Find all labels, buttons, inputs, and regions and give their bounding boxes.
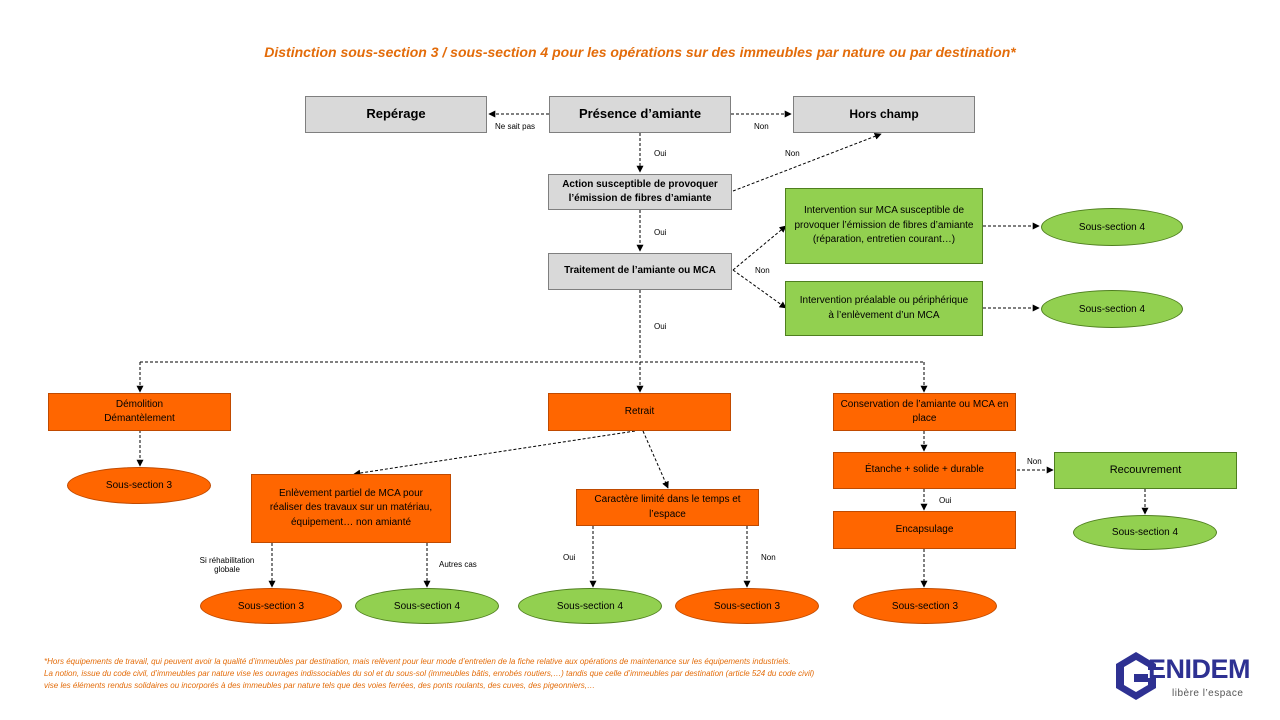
arrow-retrait-enlevement (353, 430, 636, 477)
outcome-ss3-encapsulage: Sous-section 3 (853, 588, 997, 624)
arrow-retrait-caractere (642, 430, 669, 489)
edge-label-si-rehabilitation: Si réhabilitation globale (199, 556, 255, 574)
footnote-line-1: *Hors équipements de travail, qui peuven… (44, 657, 791, 666)
edge-label-oui-presence: Oui (654, 149, 667, 158)
node-presence-amiante: Présence d’amiante (549, 96, 731, 133)
node-reperage: Repérage (305, 96, 487, 133)
node-conservation: Conservation de l’amiante ou MCA en plac… (833, 393, 1016, 431)
node-action-emission: Action susceptible de provoquer l’émissi… (548, 174, 732, 210)
edge-label-autres-cas: Autres cas (439, 560, 477, 569)
page-title: Distinction sous-section 3 / sous-sectio… (264, 44, 1016, 60)
node-demolition: Démolition Démantèlement (48, 393, 231, 431)
footnote-line-3: vise les éléments rendus solidaires ou i… (44, 681, 595, 690)
edge-label-oui-etanche: Oui (939, 496, 952, 505)
arrow-action-hors-champ (732, 132, 882, 192)
node-traitement: Traitement de l’amiante ou MCA (548, 253, 732, 290)
edge-label-non-hors-champ: Non (754, 122, 769, 131)
node-intervention-mca: Intervention sur MCA susceptible de prov… (785, 188, 983, 264)
outcome-ss3-rehabilitation: Sous-section 3 (200, 588, 342, 624)
edge-label-non-action: Non (785, 149, 800, 158)
outcome-ss4-recouvrement: Sous-section 4 (1073, 515, 1217, 550)
node-intervention-prealable: Intervention préalable ou périphérique à… (785, 281, 983, 336)
genidem-logo-icon (1116, 652, 1156, 700)
node-encapsulage: Encapsulage (833, 511, 1016, 549)
node-enlevement-partiel: Enlèvement partiel de MCA pour réaliser … (251, 474, 451, 543)
node-caractere-limite: Caractère limité dans le temps et l’espa… (576, 489, 759, 526)
arrow-traitement-intervention-mca (732, 225, 787, 271)
node-etanche: Étanche + solide + durable (833, 452, 1016, 489)
node-hors-champ: Hors champ (793, 96, 975, 133)
edge-label-non-etanche: Non (1027, 457, 1042, 466)
footnote-line-2: La notion, issue du code civil, d’immeub… (44, 669, 815, 678)
edge-label-oui-traitement: Oui (654, 322, 667, 331)
edge-label-ne-sait-pas: Ne sait pas (495, 122, 536, 131)
edge-label-non-traitement: Non (755, 266, 770, 275)
edge-label-non-caractere: Non (761, 553, 776, 562)
outcome-ss4-intervention-mca: Sous-section 4 (1041, 208, 1183, 246)
outcome-ss4-intervention-prealable: Sous-section 4 (1041, 290, 1183, 328)
footnote: *Hors équipements de travail, qui peuven… (44, 656, 1094, 692)
arrow-traitement-intervention-prealable (732, 269, 787, 309)
outcome-ss3-demolition: Sous-section 3 (67, 467, 211, 504)
outcome-ss4-autres-cas: Sous-section 4 (355, 588, 499, 624)
outcome-ss3-caractere-non: Sous-section 3 (675, 588, 819, 624)
logo-tagline: libère l’espace (1172, 688, 1244, 699)
edge-label-oui-caractere: Oui (563, 553, 576, 562)
edge-label-oui-action: Oui (654, 228, 667, 237)
logo-name: ENIDEM (1148, 654, 1251, 684)
node-recouvrement: Recouvrement (1054, 452, 1237, 489)
node-retrait: Retrait (548, 393, 731, 431)
outcome-ss4-caractere-oui: Sous-section 4 (518, 588, 662, 624)
